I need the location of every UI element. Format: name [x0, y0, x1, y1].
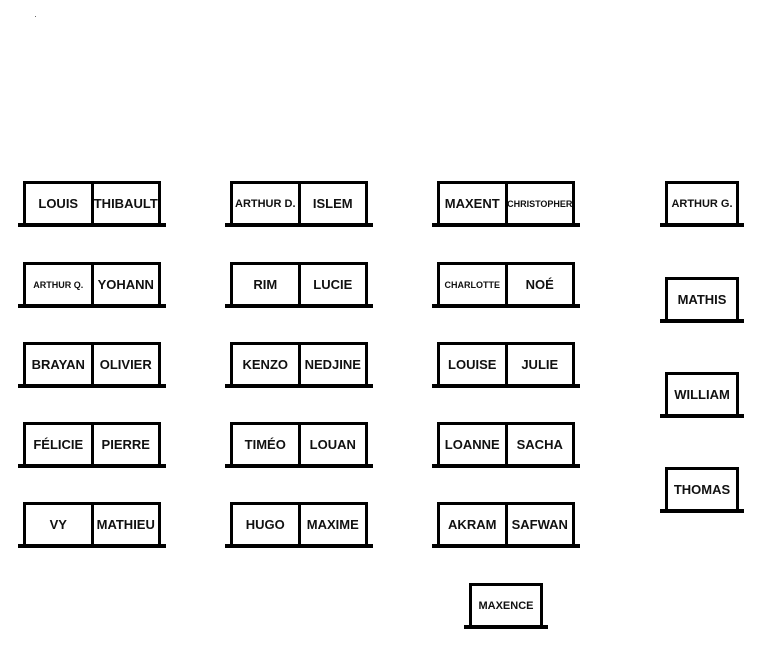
- seat-name: TIMÉO: [244, 437, 286, 452]
- seat-name: KENZO: [242, 357, 289, 372]
- desk-base: [18, 304, 166, 308]
- desk: FÉLICIE PIERRE: [18, 422, 166, 469]
- desk: MAXENT CHRISTOPHER: [432, 181, 580, 228]
- desk-base: [225, 223, 373, 227]
- seat-name: SAFWAN: [504, 505, 573, 544]
- desk: ARTHUR D.ISLEM: [225, 181, 373, 228]
- desk: LOANNE SACHA: [432, 422, 580, 469]
- seat-name: MATHIS: [677, 292, 727, 307]
- desk-base: [432, 544, 580, 548]
- desk-base: [18, 544, 166, 548]
- desk: RIM LUCIE: [225, 262, 373, 309]
- desk: LOUISE JULIE: [432, 342, 580, 389]
- desk-base: [660, 414, 744, 418]
- seat-name: AKRAM: [448, 517, 497, 532]
- seat-name: THOMAS: [673, 482, 731, 497]
- seat-name: ARTHUR G.: [671, 197, 733, 210]
- seat-name: ISLEM: [297, 184, 366, 223]
- seat-name: NEDJINE: [297, 345, 366, 384]
- desk: BRAYAN OLIVIER: [18, 342, 166, 389]
- desk-base: [225, 544, 373, 548]
- stray-dot: [35, 16, 36, 17]
- seat-name: MATHIEU: [90, 505, 159, 544]
- seat-name: LOUIS: [38, 196, 79, 211]
- seat-name: CHARLOTTE: [444, 279, 501, 290]
- desk-base: [18, 223, 166, 227]
- seat-name: CHRISTOPHER: [504, 184, 572, 223]
- desk-base: [225, 384, 373, 388]
- seat-name: MAXENCE: [478, 599, 534, 612]
- desk: THOMAS: [660, 467, 744, 514]
- seat-name: LOANNE: [444, 437, 500, 452]
- desk-base: [432, 223, 580, 227]
- seat-name: LUCIE: [297, 265, 366, 304]
- seat-name: ARTHUR D.: [235, 197, 296, 210]
- desk-base: [660, 509, 744, 513]
- desk-base: [225, 304, 373, 308]
- desk: HUGO MAXIME: [225, 502, 373, 549]
- desk-base: [18, 464, 166, 468]
- seat-name: HUGO: [245, 517, 285, 532]
- seat-name: PIERRE: [90, 425, 159, 464]
- desk: MATHIS: [660, 277, 744, 324]
- desk: KENZO NEDJINE: [225, 342, 373, 389]
- seat-name: BRAYAN: [31, 357, 85, 372]
- desk: VY MATHIEU: [18, 502, 166, 549]
- desk-base: [225, 464, 373, 468]
- desk: ARTHUR G.: [660, 181, 744, 228]
- seat-name: YOHANN: [90, 265, 159, 304]
- seat-name: RIM: [253, 277, 278, 292]
- desk: AKRAM SAFWAN: [432, 502, 580, 549]
- seat-name: MAXIME: [297, 505, 366, 544]
- desk: LOUIS THIBAULT: [18, 181, 166, 228]
- desk: WILLIAM: [660, 372, 744, 419]
- seat-name: WILLIAM: [674, 387, 730, 402]
- seat-name: FÉLICIE: [33, 437, 84, 452]
- seat-name: VY: [49, 517, 67, 532]
- seat-name: JULIE: [504, 345, 573, 384]
- desk-base: [660, 223, 744, 227]
- seat-name: MAXENT: [444, 196, 500, 211]
- seat-name: ARTHUR Q.: [33, 279, 84, 290]
- seat-name: LOUAN: [297, 425, 366, 464]
- desk: ARTHUR Q. YOHANN: [18, 262, 166, 309]
- seat-name: LOUISE: [448, 357, 497, 372]
- desk-base: [464, 625, 548, 629]
- desk-base: [432, 464, 580, 468]
- desk-base: [18, 384, 166, 388]
- desk: TIMÉO LOUAN: [225, 422, 373, 469]
- seat-name: OLIVIER: [90, 345, 159, 384]
- seat-name: SACHA: [504, 425, 573, 464]
- seat-name: NOÉ: [504, 265, 573, 304]
- desk: MAXENCE: [464, 583, 548, 630]
- desk-base: [432, 304, 580, 308]
- desk-base: [432, 384, 580, 388]
- seat-name: THIBAULT: [90, 184, 159, 223]
- desk-base: [660, 319, 744, 323]
